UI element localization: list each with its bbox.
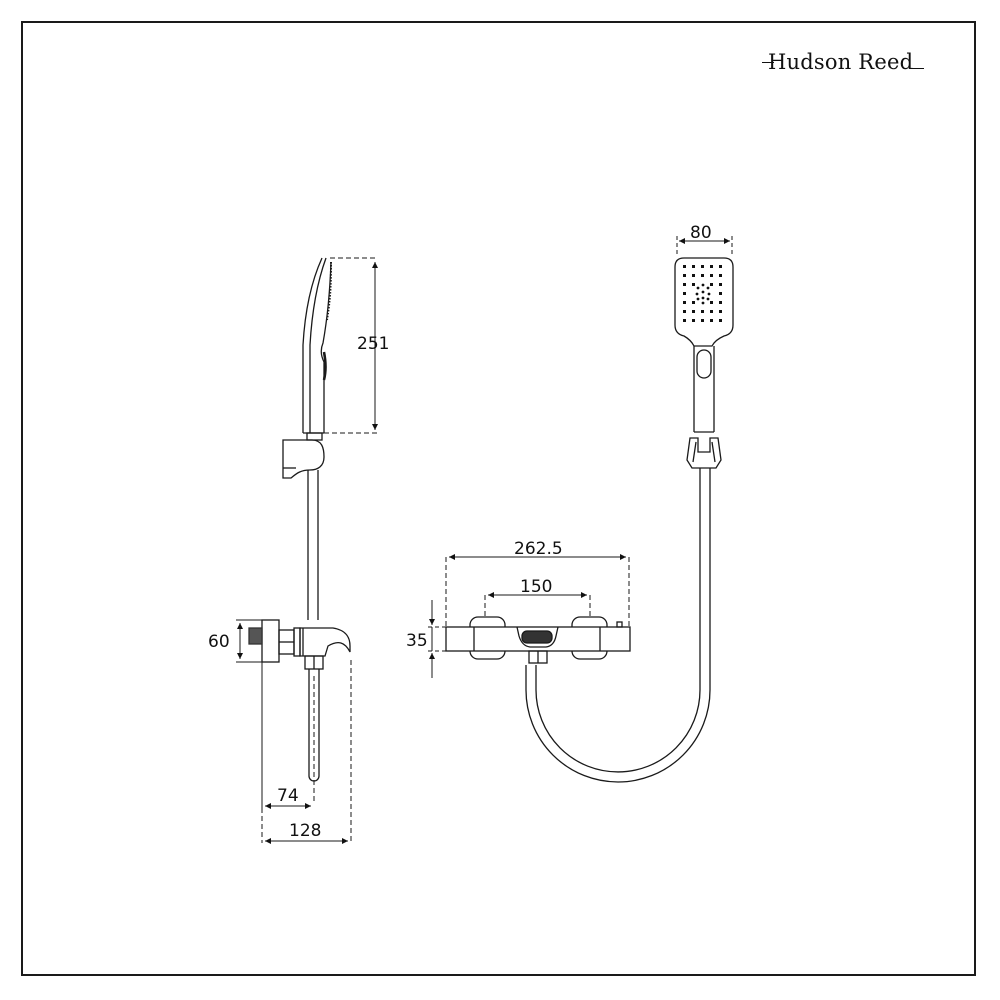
dim-bar-height: 35	[406, 631, 428, 651]
front-dimensions	[428, 236, 733, 678]
logo-bar-left	[762, 62, 774, 63]
dim-handset-width: 80	[690, 223, 712, 243]
lower-pipe	[308, 669, 320, 803]
side-view	[248, 257, 351, 803]
dim-wall-to-riser: 74	[277, 786, 299, 806]
brand-logo: Hudson Reed	[762, 50, 925, 74]
dim-handset-length: 251	[357, 334, 389, 354]
spray-nozzles	[683, 265, 722, 322]
handset-handle	[693, 346, 715, 433]
thermostatic-bar	[445, 616, 631, 664]
dim-total-projection: 128	[289, 821, 321, 841]
dim-bar-width: 262.5	[514, 539, 563, 559]
wall-connector	[248, 619, 351, 670]
handset-head	[674, 257, 734, 347]
side-dimensions	[236, 257, 378, 844]
dim-outlet-height: 60	[208, 632, 230, 652]
logo-bar-right	[910, 68, 925, 69]
brand-name: Hudson Reed	[768, 50, 914, 74]
dim-centres: 150	[520, 577, 552, 597]
handset-side-profile	[302, 257, 332, 441]
drawing-border	[21, 21, 976, 976]
shower-hose	[525, 468, 711, 783]
slide-bracket	[282, 439, 325, 479]
front-view	[445, 257, 734, 783]
front-holder	[686, 437, 722, 469]
